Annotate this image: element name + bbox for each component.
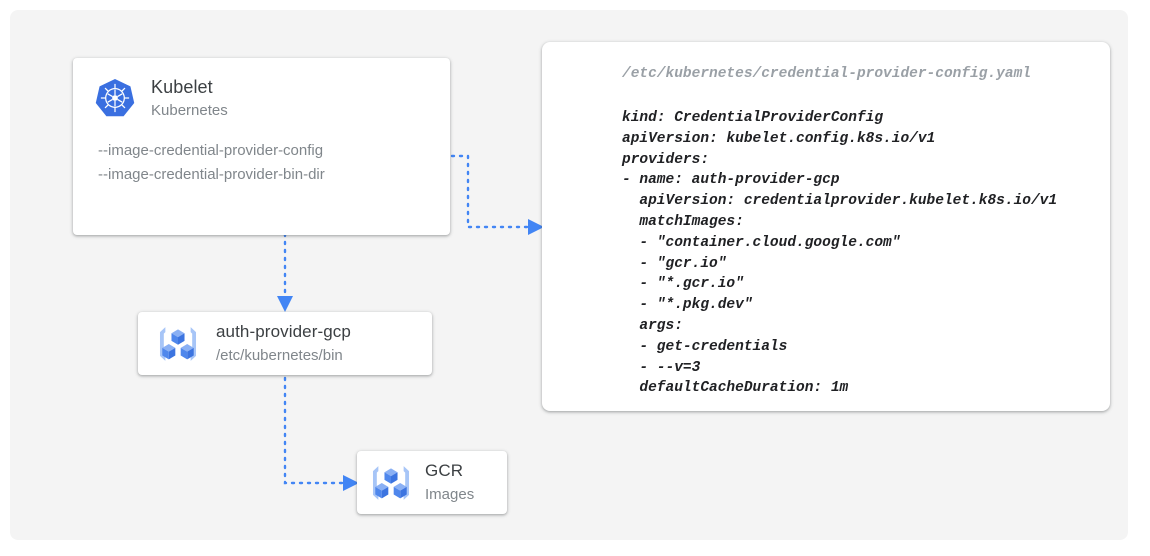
- auth-provider-gcp-node[interactable]: auth-provider-gcp /etc/kubernetes/bin: [138, 312, 432, 375]
- yaml-line: - get-credentials: [622, 338, 788, 355]
- yaml-content: kind: CredentialProviderConfig apiVersion…: [622, 108, 1086, 399]
- yaml-line: providers:: [622, 151, 710, 168]
- kubelet-flag-config: --image-credential-provider-config: [98, 142, 324, 159]
- gcr-subtitle: Images: [425, 486, 475, 503]
- kubelet-title: Kubelet: [151, 77, 213, 97]
- yaml-line: - "*.pkg.dev": [622, 297, 753, 314]
- container-registry-icon: [365, 461, 417, 505]
- gcr-label-group: GCR Images: [425, 460, 474, 505]
- kubernetes-logo-icon: [93, 76, 137, 120]
- yaml-line: defaultCacheDuration: 1m: [622, 380, 849, 397]
- kubelet-subtitle: Kubernetes: [151, 102, 228, 119]
- auth-provider-subtitle: /etc/kubernetes/bin: [216, 347, 343, 364]
- container-registry-icon: [152, 322, 204, 366]
- yaml-line: - --v=3: [622, 359, 701, 376]
- yaml-line: - "*.gcr.io": [622, 276, 744, 293]
- gcr-node[interactable]: GCR Images: [357, 451, 507, 514]
- yaml-line: - "container.cloud.google.com": [622, 234, 901, 251]
- kubelet-label-group: Kubelet Kubernetes: [151, 76, 228, 121]
- yaml-line: apiVersion: credentialprovider.kubelet.k…: [622, 193, 1058, 210]
- yaml-line: matchImages:: [622, 213, 744, 230]
- auth-provider-label-group: auth-provider-gcp /etc/kubernetes/bin: [216, 321, 351, 366]
- kubelet-flag-bin-dir: --image-credential-provider-bin-dir: [98, 166, 325, 183]
- kubelet-node[interactable]: Kubelet Kubernetes --image-credential-pr…: [73, 58, 450, 235]
- kubelet-flags-list: --image-credential-provider-config --ima…: [98, 139, 430, 187]
- gcr-title: GCR: [425, 461, 464, 480]
- yaml-line: kind: CredentialProviderConfig: [622, 110, 884, 126]
- kubelet-header: Kubelet Kubernetes: [93, 76, 430, 121]
- yaml-line: args:: [622, 317, 683, 334]
- yaml-line: - "gcr.io": [622, 255, 727, 272]
- credential-provider-config-panel[interactable]: /etc/kubernetes/credential-provider-conf…: [542, 42, 1110, 411]
- yaml-line: - name: auth-provider-gcp: [622, 172, 840, 189]
- yaml-line: apiVersion: kubelet.config.k8s.io/v1: [622, 130, 936, 147]
- auth-provider-title: auth-provider-gcp: [216, 322, 351, 341]
- yaml-file-path: /etc/kubernetes/credential-provider-conf…: [622, 66, 1031, 82]
